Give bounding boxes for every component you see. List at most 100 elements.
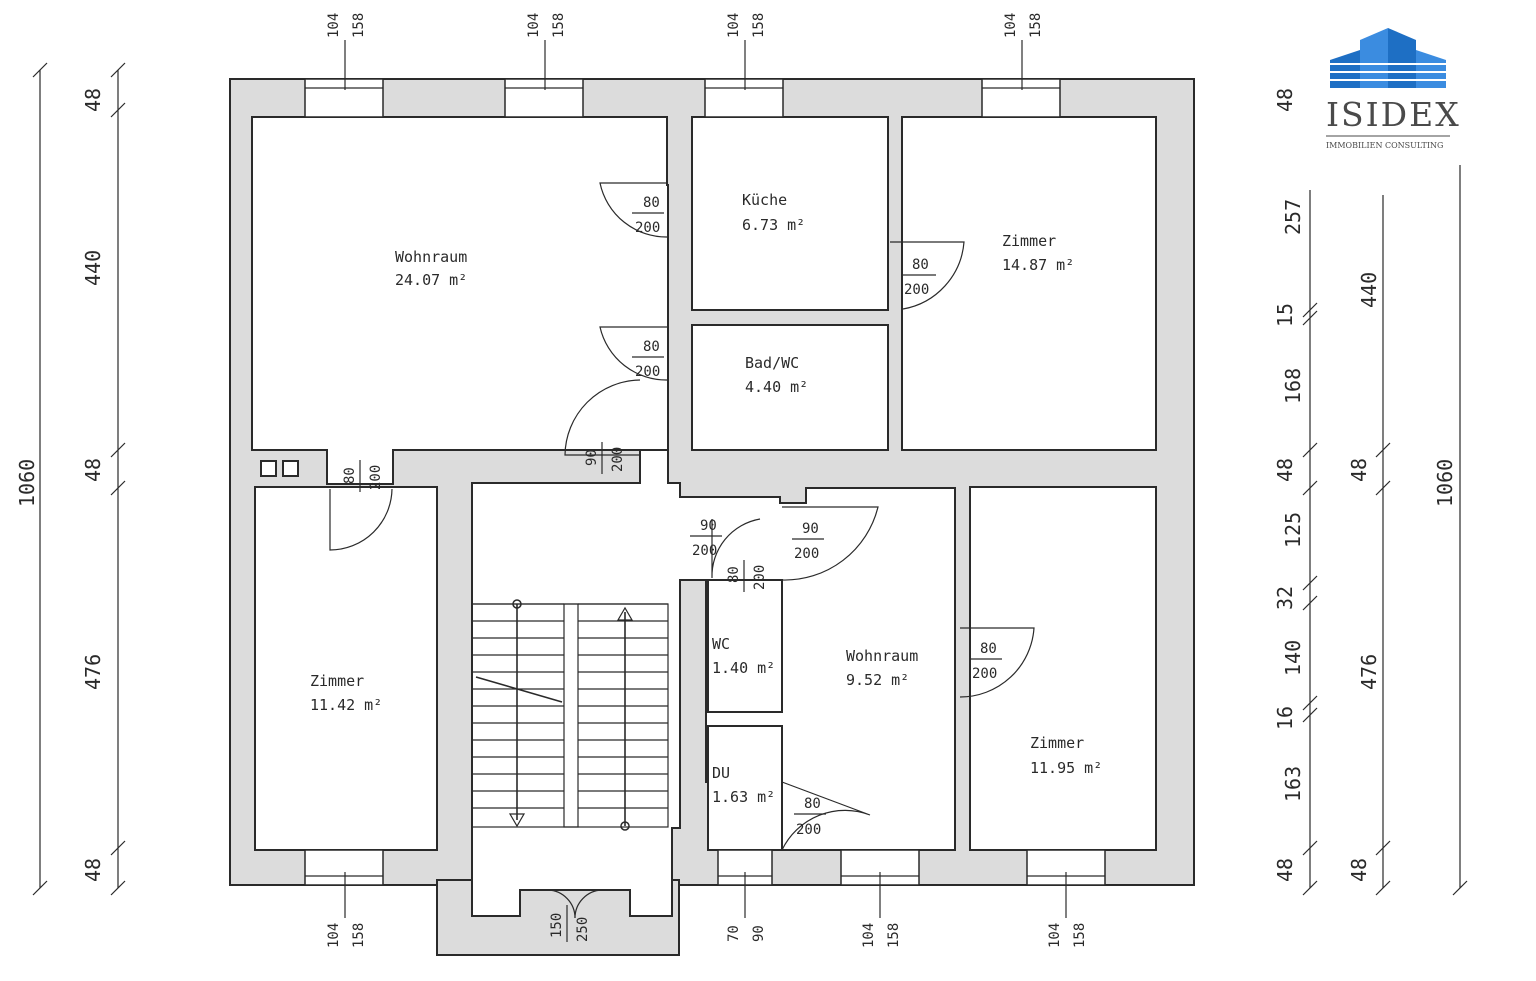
dimension-label: 48 (1347, 858, 1371, 882)
dimension-label: 32 (1273, 586, 1297, 610)
window-label: 104 (326, 13, 342, 38)
room-labels: Wohnraum 24.07 m² Küche 6.73 m² Zimmer 1… (310, 191, 1102, 806)
room-zimmer-bottom-right (969, 486, 1157, 851)
building-icon (1330, 28, 1446, 88)
dimension-label: 476 (1357, 654, 1381, 690)
svg-text:80: 80 (643, 195, 660, 211)
dimension-left: 1060 48 440 48 476 48 (15, 62, 126, 896)
room-area: 9.52 m² (846, 671, 909, 689)
door-label: 80 (342, 467, 358, 484)
window-top (704, 78, 784, 118)
svg-text:80: 80 (980, 641, 997, 657)
door-label: 80 200 (794, 796, 826, 838)
room-bad-wc (691, 324, 889, 451)
room-name: Zimmer (1002, 232, 1056, 250)
window-label: 158 (351, 923, 367, 948)
dimension-label: 168 (1281, 368, 1305, 404)
door-label: 80 (726, 566, 742, 583)
window-label: 158 (551, 13, 567, 38)
window-label: 158 (886, 923, 902, 948)
window-label: 104 (1003, 13, 1019, 38)
door-label: 200 (610, 447, 626, 472)
staircase (471, 599, 669, 831)
logo-tagline: IMMOBILIEN CONSULTING (1326, 141, 1443, 150)
room-area: 4.40 m² (745, 378, 808, 396)
dimension-label: 16 (1273, 706, 1297, 730)
dimension-label: 140 (1281, 640, 1305, 676)
room-zimmer-bottom-left (254, 486, 438, 851)
door-label: 80 200 (970, 641, 1002, 682)
window-label: 104 (861, 923, 877, 948)
window-leaders (344, 40, 1067, 918)
room-name: Zimmer (1030, 734, 1084, 752)
door-label: 80 200 (632, 339, 664, 380)
room-name: Küche (742, 191, 787, 209)
svg-text:200: 200 (796, 822, 821, 838)
dimension-label: 476 (81, 654, 105, 690)
dimension-label: 440 (81, 250, 105, 286)
room-area: 6.73 m² (742, 216, 805, 234)
dimension-label: 48 (1273, 458, 1297, 482)
window-label: 158 (351, 13, 367, 38)
dimension-label: 48 (1273, 88, 1297, 112)
dimension-label: 48 (81, 858, 105, 882)
svg-text:80: 80 (912, 257, 929, 273)
window-label: 104 (326, 923, 342, 948)
window-top (304, 78, 384, 118)
door-label: 200 (368, 465, 384, 490)
room-name: Wohnraum (846, 647, 918, 665)
room-zimmer-top-right (901, 116, 1157, 451)
svg-text:200: 200 (692, 543, 717, 559)
dimension-label: 48 (1273, 858, 1297, 882)
room-du (707, 725, 783, 851)
svg-text:90: 90 (802, 521, 819, 537)
dimension-label: 1060 (1433, 459, 1457, 507)
dimension-right-mid: 440 48 476 48 (1347, 195, 1391, 896)
isidex-logo: ISIDEX IMMOBILIEN CONSULTING (1326, 28, 1461, 150)
window-label: 104 (726, 13, 742, 38)
window-top (981, 78, 1061, 118)
window-label: 158 (1072, 923, 1088, 948)
window-label: 70 (726, 925, 742, 942)
room-area: 11.42 m² (310, 696, 382, 714)
window-label: 158 (1028, 13, 1044, 38)
dimension-label: 48 (1347, 458, 1371, 482)
dimension-right-total: 1060 (1433, 165, 1468, 896)
door-label: 150 (549, 913, 565, 938)
logo-name: ISIDEX (1326, 95, 1461, 134)
window-top (504, 78, 584, 118)
room-name: Zimmer (310, 672, 364, 690)
chimney-flue (260, 460, 277, 477)
door-labels-vertical: 80 200 90 200 80 200 150 250 (342, 442, 768, 942)
room-kueche (691, 116, 889, 311)
room-area: 1.40 m² (712, 659, 775, 677)
dimension-label: 48 (81, 458, 105, 482)
dimension-label: 257 (1281, 199, 1305, 235)
room-wc (707, 579, 783, 713)
door-label: 90 200 (690, 518, 722, 559)
dimension-label: 48 (81, 88, 105, 112)
dimension-label: 163 (1281, 766, 1305, 802)
door-label: 200 (752, 565, 768, 590)
svg-text:90: 90 (700, 518, 717, 534)
chimney-flue (282, 460, 299, 477)
door-label: 250 (575, 917, 591, 942)
room-area: 1.63 m² (712, 788, 775, 806)
room-area: 24.07 m² (395, 271, 467, 289)
window-labels: 104 158 104 158 104 158 104 158 104 158 … (326, 13, 1088, 948)
room-name: WC (712, 635, 730, 653)
dimension-label: 15 (1273, 303, 1297, 327)
svg-text:200: 200 (635, 364, 660, 380)
door-label: 80 200 (902, 257, 936, 298)
svg-text:80: 80 (643, 339, 660, 355)
svg-text:200: 200 (794, 546, 819, 562)
door-label: 90 (584, 449, 600, 466)
window-bottom (304, 849, 384, 886)
dimension-label: 125 (1281, 512, 1305, 548)
window-label: 104 (526, 13, 542, 38)
svg-text:80: 80 (804, 796, 821, 812)
room-name: Wohnraum (395, 248, 467, 266)
dimension-right-inner: 48 257 15 168 48 125 32 140 16 163 48 (1273, 88, 1318, 896)
dimension-label: 1060 (15, 459, 39, 507)
